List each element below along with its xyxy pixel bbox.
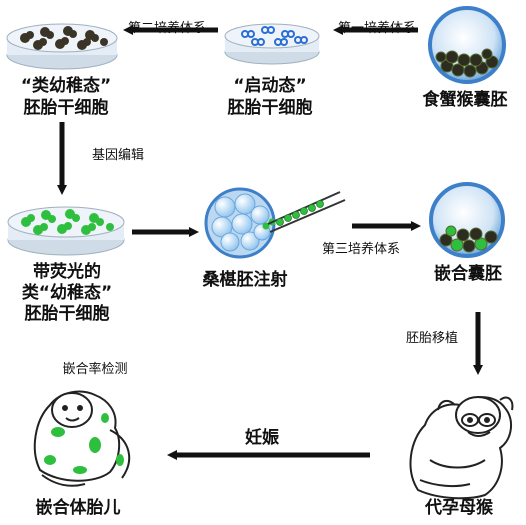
chimera-blastocyst-image <box>429 182 505 258</box>
macaque-blastocyst-image <box>428 6 506 84</box>
surrogate-label: 代孕母猴 <box>425 498 493 518</box>
surrogate-monkey-image <box>409 396 514 500</box>
transfer-label: 胚胎移植 <box>405 331 458 346</box>
primed-esc-label-line1: “启动态” <box>233 76 307 96</box>
chimeric-infant-image <box>33 390 131 487</box>
blastocyst-label: 食蟹猴囊胚 <box>422 90 508 110</box>
naive-esc-dish-image <box>6 23 118 70</box>
culture1-label: 第一培养体系 <box>337 21 416 36</box>
fluorescent-esc-label-line1: 带荧光的 <box>33 262 101 282</box>
pregnancy-label: 妊娠 <box>245 428 279 448</box>
fluorescent-esc-label-line2: 类“幼稚态” <box>21 283 113 303</box>
morula-injection-label: 桑椹胚注射 <box>202 270 288 290</box>
detection-label: 嵌合率检测 <box>62 362 128 377</box>
chimera-blastocyst-label: 嵌合囊胚 <box>434 264 502 284</box>
naive-esc-label-line1: “类幼稚态” <box>20 76 112 96</box>
fluorescent-esc-dish-image <box>7 206 125 256</box>
flow-arrows <box>57 25 483 460</box>
fluorescent-esc-label-line3: 胚胎干细胞 <box>24 304 110 324</box>
naive-esc-label-line2: 胚胎干细胞 <box>23 98 109 118</box>
primed-esc-label-line2: 胚胎干细胞 <box>227 98 313 118</box>
chimeric-infant-label: 嵌合体胎儿 <box>35 498 121 518</box>
primed-esc-dish-image <box>224 23 320 65</box>
culture3-label: 第三培养体系 <box>321 242 400 257</box>
gene-edit-label: 基因编辑 <box>91 148 144 163</box>
culture2-label: 第二培养体系 <box>127 21 206 36</box>
morula-injection-image <box>204 187 346 259</box>
